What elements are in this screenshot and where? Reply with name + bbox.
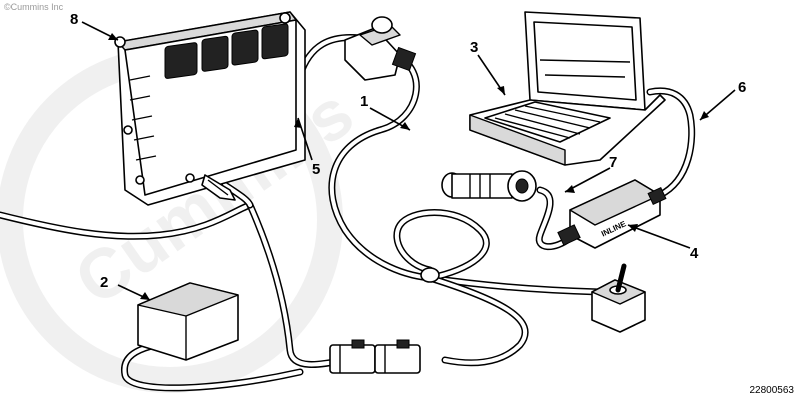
- wire-splice: [420, 267, 440, 283]
- callout-2: 2: [100, 274, 108, 291]
- callout-1: 1: [360, 93, 368, 110]
- callouts: 1 2 3 4 5 6 7 8: [70, 11, 746, 291]
- inline-adapter: INLINE: [557, 179, 667, 249]
- callout-8: 8: [70, 11, 78, 28]
- laptop-computer: [469, 11, 666, 166]
- callout-4: 4: [690, 245, 699, 262]
- callout-5: 5: [312, 161, 320, 178]
- toggle-switch: [591, 263, 646, 333]
- alligator-clip: [201, 174, 236, 201]
- power-box: [137, 282, 239, 361]
- laptop-keyboard: [494, 105, 601, 139]
- leader-lines: [81, 21, 736, 301]
- ecm-fins: [123, 75, 195, 185]
- callout-3: 3: [470, 39, 478, 56]
- round-connector: [441, 170, 537, 202]
- lower-connector: [329, 339, 421, 374]
- figure-id: 22800563: [749, 385, 795, 396]
- harness-wires: [0, 33, 696, 392]
- ecm-module: [114, 11, 306, 206]
- ecm-harness-connector: [344, 16, 417, 81]
- ecm-connectors: [164, 23, 289, 79]
- copyright-notice: ©Cummins Inc: [4, 2, 64, 12]
- callout-6: 6: [738, 79, 746, 96]
- callout-7: 7: [609, 154, 617, 171]
